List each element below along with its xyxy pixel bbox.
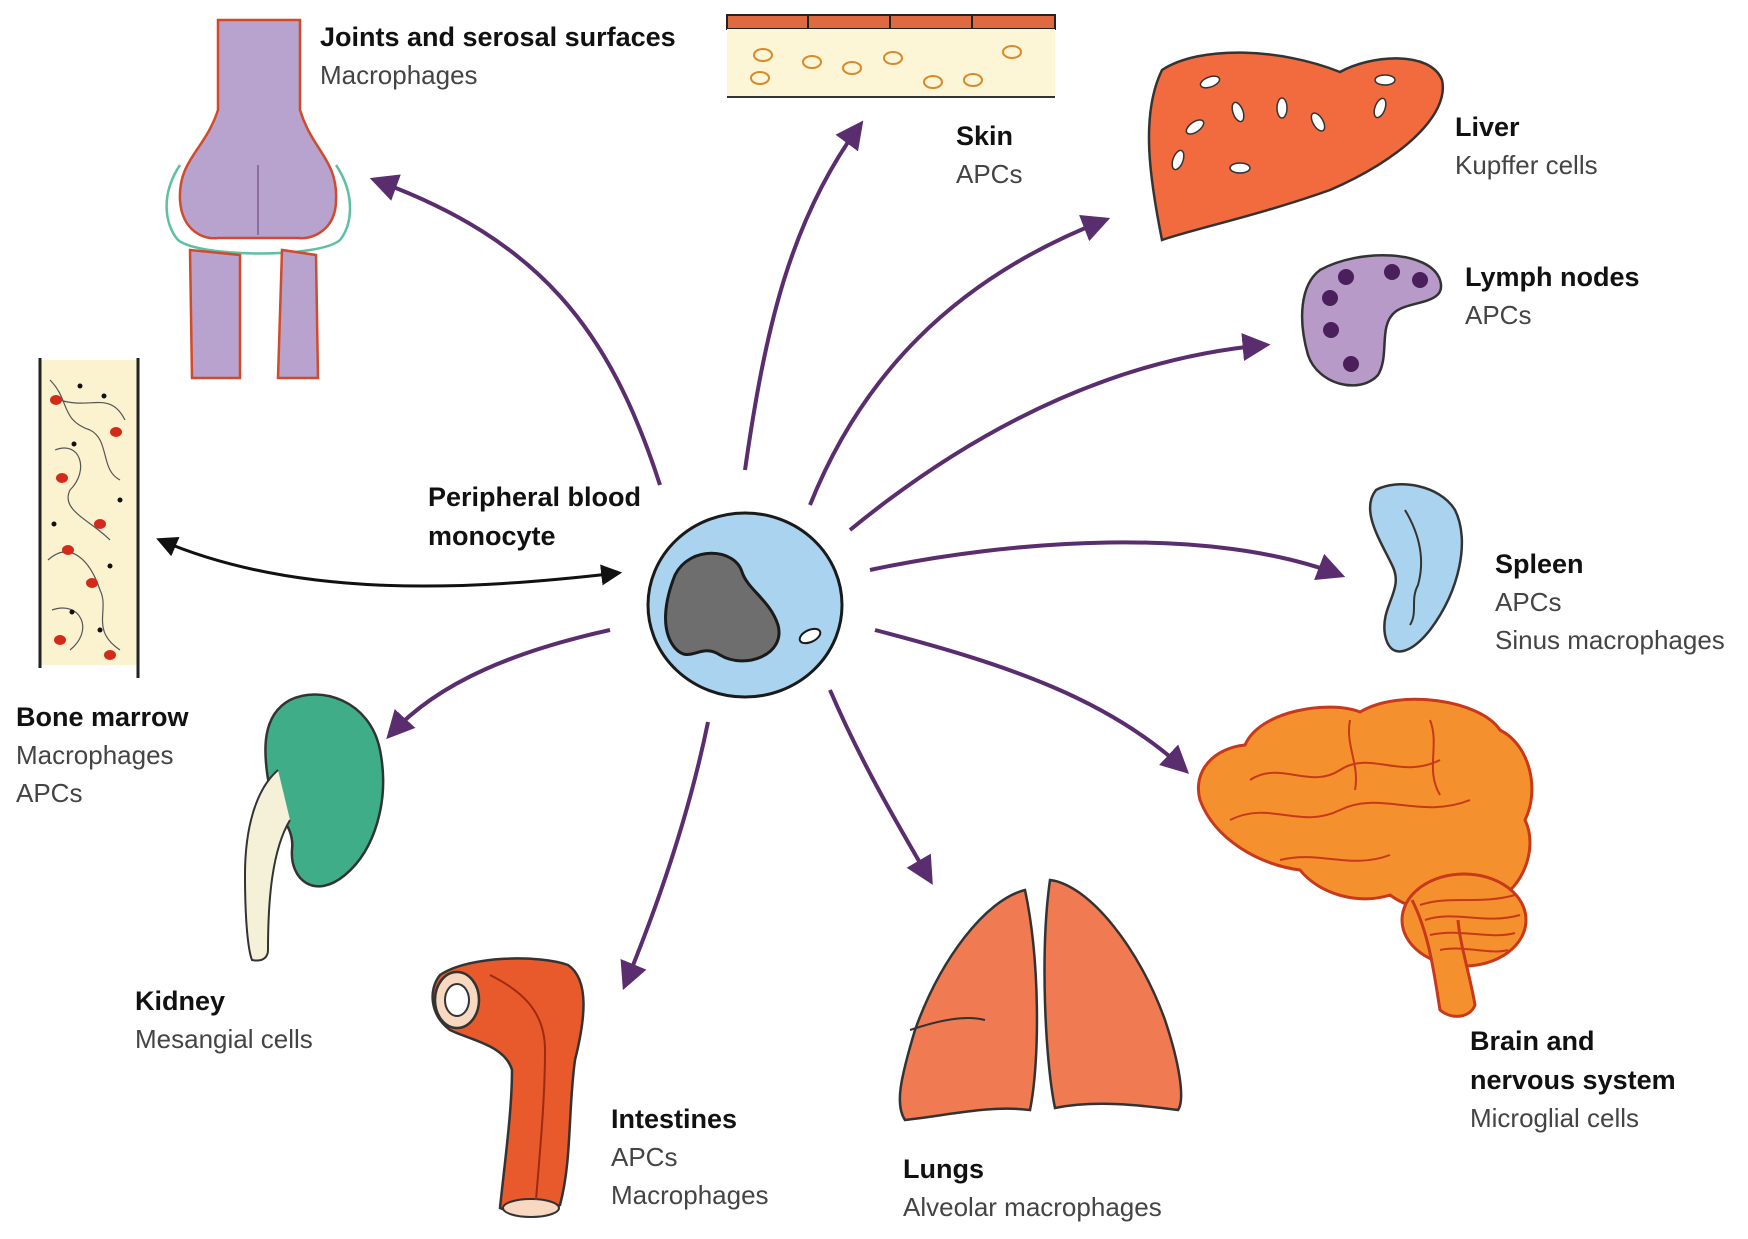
organ-name-line1: Brain and <box>1470 1026 1595 1056</box>
brain-icon <box>1197 697 1534 1018</box>
organ-name: Bone marrow <box>16 702 189 732</box>
cell-type: Microglial cells <box>1470 1103 1640 1134</box>
center-label: Peripheral blood monocyte <box>428 478 641 556</box>
cell-type: Macrophages <box>611 1179 769 1210</box>
arrows <box>156 120 1346 991</box>
lungs-icon <box>898 878 1183 1122</box>
cell-type: APCs <box>1495 587 1562 618</box>
cell-type: APCs <box>16 777 83 808</box>
cell-type: Mesangial cells <box>135 1024 313 1055</box>
cell-type: Alveolar macrophages <box>903 1192 1162 1223</box>
arrow-to-lungs <box>828 689 933 885</box>
arrow-bone-marrow-bidirectional <box>156 536 623 588</box>
bone-marrow-icon <box>38 358 140 678</box>
arrow-to-kidney <box>386 628 611 740</box>
spleen-icon <box>1368 483 1464 653</box>
cell-type: Macrophages <box>16 740 174 771</box>
center-name-line2: monocyte <box>428 521 556 552</box>
arrow-to-brain <box>874 628 1190 774</box>
cell-type: Macrophages <box>320 60 478 91</box>
organ-name: Kidney <box>135 986 226 1016</box>
arrow-to-spleen <box>869 540 1346 581</box>
lymph-node-icon <box>1300 254 1443 387</box>
organ-name-line2: nervous system <box>1470 1065 1676 1096</box>
cell-type: Kupffer cells <box>1455 150 1598 181</box>
arrow-to-joints <box>369 174 662 486</box>
organ-label-lymph: Lymph nodes APCs <box>1465 258 1640 335</box>
skin-layer-icon <box>726 14 1056 98</box>
arrow-to-intestines <box>620 721 710 991</box>
organ-label-skin: Skin APCs <box>956 117 1022 194</box>
organ-label-spleen: Spleen APCs Sinus macrophages <box>1495 545 1725 660</box>
organ-name: Lungs <box>903 1154 984 1184</box>
organ-name: Spleen <box>1495 549 1584 579</box>
monocyte-cell-icon <box>646 511 844 699</box>
arrow-to-lymph <box>848 333 1271 532</box>
organ-label-intestines: Intestines APCs Macrophages <box>611 1100 769 1215</box>
center-name-line1: Peripheral blood <box>428 482 642 512</box>
organ-name: Lymph nodes <box>1465 262 1640 292</box>
organ-name: Joints and serosal surfaces <box>320 22 676 52</box>
organ-label-marrow: Bone marrow Macrophages APCs <box>16 698 189 813</box>
cell-type: Sinus macrophages <box>1495 624 1725 655</box>
organ-label-joints: Joints and serosal surfaces Macrophages <box>320 18 676 95</box>
liver-icon <box>1147 51 1445 242</box>
organ-label-kidney: Kidney Mesangial cells <box>135 982 313 1059</box>
organ-label-lungs: Lungs Alveolar macrophages <box>903 1150 1162 1227</box>
organ-name: Liver <box>1455 112 1520 142</box>
cell-type: APCs <box>1465 300 1532 331</box>
organ-label-brain: Brain and nervous system Microglial cell… <box>1470 1022 1676 1138</box>
intestine-icon <box>431 957 585 1218</box>
knee-joint-icon <box>165 18 352 380</box>
organ-name: Intestines <box>611 1104 738 1134</box>
arrow-to-skin <box>743 120 864 471</box>
cell-type: APCs <box>956 159 1023 190</box>
cell-type: APCs <box>611 1142 678 1173</box>
organ-label-liver: Liver Kupffer cells <box>1455 108 1598 185</box>
arrow-to-liver <box>808 215 1111 506</box>
organ-name: Skin <box>956 121 1014 151</box>
kidney-icon <box>243 693 385 962</box>
